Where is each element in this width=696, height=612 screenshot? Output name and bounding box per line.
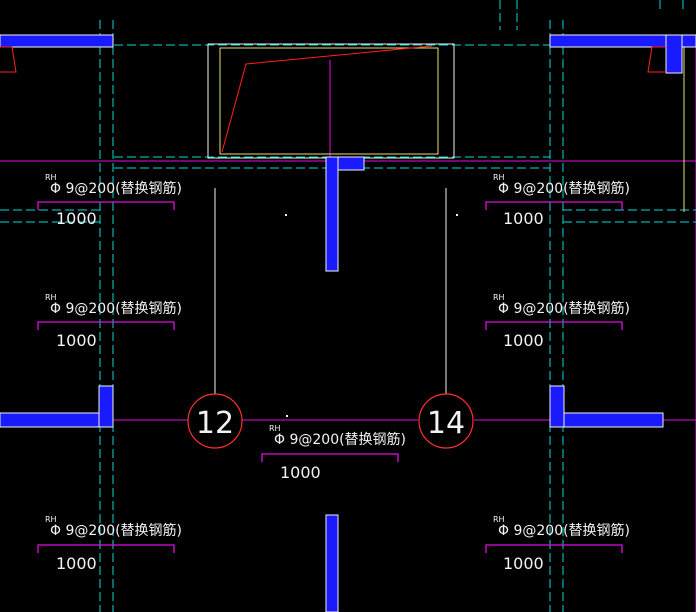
rebar-label-group-7: RH Φ 9@200(替换钢筋) 1000 <box>269 424 406 482</box>
rebar-label-length: 1000 <box>56 331 97 350</box>
rebar-label-group-5: RH Φ 9@200(替换钢筋) 1000 <box>493 293 630 350</box>
rebar-label-sup: RH <box>269 424 281 433</box>
rebar-label-spec: Φ 9@200(替换钢筋) <box>498 300 630 317</box>
shear-walls <box>0 34 696 612</box>
rebar-label-sup: RH <box>493 173 505 182</box>
rebar-label-sup: RH <box>45 173 57 182</box>
axis-circle-12 <box>187 393 243 449</box>
axis-number-12: 12 <box>196 406 234 441</box>
red-break-line <box>221 45 433 153</box>
rebar-label-spec: Φ 9@200(替换钢筋) <box>50 180 182 197</box>
rebar-label-length: 1000 <box>280 463 321 482</box>
rebar-label-sup: RH <box>45 293 57 302</box>
rebar-label-group-1: RH Φ 9@200(替换钢筋) 1000 <box>45 173 182 228</box>
rebar-label-group-6: RH Φ 9@200(替换钢筋) 1000 <box>493 515 630 573</box>
rebar-label-sup: RH <box>493 293 505 302</box>
rebar-label-spec: Φ 9@200(替换钢筋) <box>50 522 182 539</box>
axis-circle-14 <box>418 393 474 449</box>
rebar-label-spec: Φ 9@200(替换钢筋) <box>498 522 630 539</box>
axis-lines <box>214 188 447 394</box>
rebar-label-sup: RH <box>45 515 57 524</box>
rebar-label-group-3: RH Φ 9@200(替换钢筋) 1000 <box>45 515 182 573</box>
axis-number-14: 14 <box>427 406 465 441</box>
rebar-label-length: 1000 <box>56 554 97 573</box>
grip-dots <box>285 214 458 417</box>
axis-bubble-14: 14 <box>418 393 474 449</box>
rebar-label-length: 1000 <box>503 554 544 573</box>
rebar-label-group-2: RH Φ 9@200(替换钢筋) 1000 <box>45 293 182 350</box>
wall-end-marks <box>0 46 666 73</box>
rebar-label-sup: RH <box>493 515 505 524</box>
rebar-lines <box>37 201 623 553</box>
rebar-label-spec: Φ 9@200(替换钢筋) <box>50 300 182 317</box>
rebar-label-group-4: RH Φ 9@200(替换钢筋) 1000 <box>493 173 630 228</box>
rebar-label-spec: Φ 9@200(替换钢筋) <box>274 431 406 448</box>
rebar-label-spec: Φ 9@200(替换钢筋) <box>498 180 630 197</box>
rebar-label-length: 1000 <box>56 209 97 228</box>
rebar-label-length: 1000 <box>503 331 544 350</box>
rebar-label-length: 1000 <box>503 209 544 228</box>
axis-bubble-12: 12 <box>187 393 243 449</box>
